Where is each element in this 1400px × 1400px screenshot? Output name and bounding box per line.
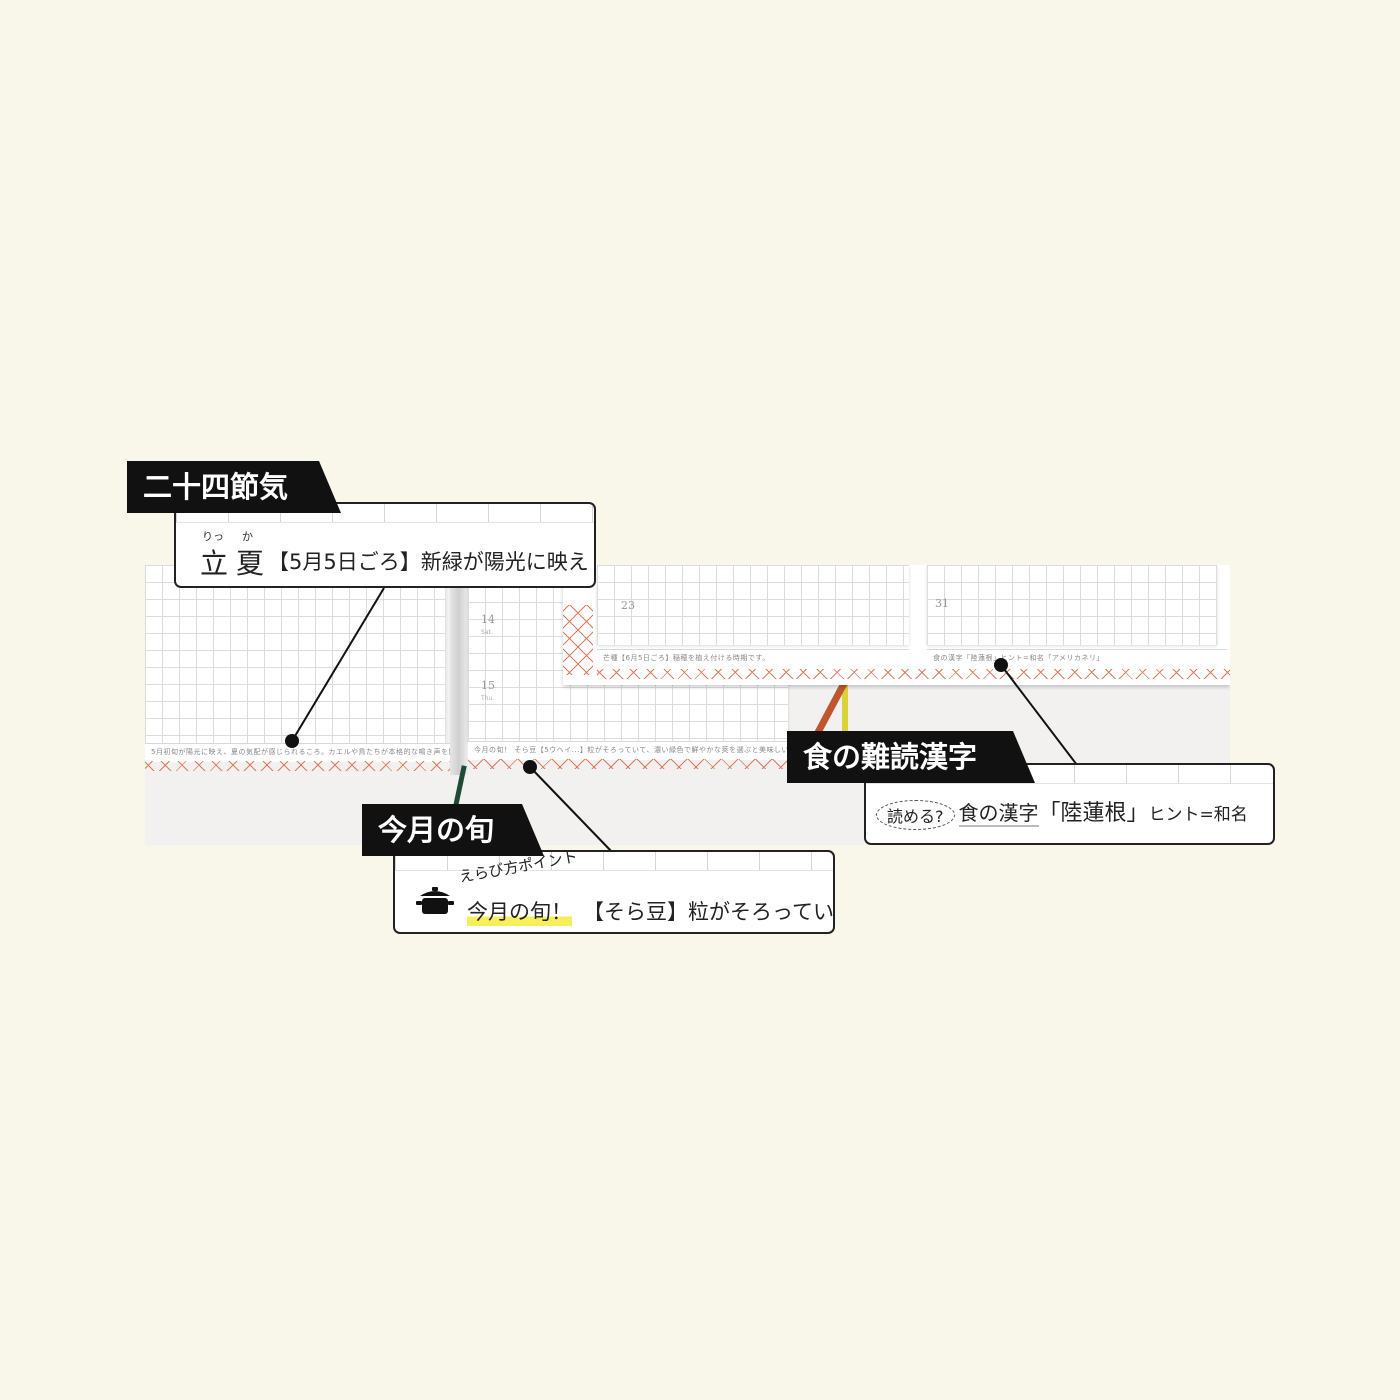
sekki-text: 【5月5日ごろ】新緑が陽光に映え <box>268 550 589 574</box>
leader-sekki <box>291 587 385 742</box>
middle-zigzag <box>468 759 788 769</box>
sekki-callout-box: りっ か 立 夏 【5月5日ごろ】新緑が陽光に映え <box>174 502 596 588</box>
middle-page-strip: 今月の旬！ そら豆【5ウヘイ...】粒がそろっていて、濃い緑色で鮮やかな莢を選ぶ… <box>468 741 788 760</box>
dot-shun <box>523 760 537 774</box>
day-14-weekday: Sat. <box>481 629 493 636</box>
right-cover-zigzag <box>563 605 593 675</box>
middle-strip-text: 今月の旬！ そら豆【5ウヘイ...】粒がそろっていて、濃い緑色で鮮やかな莢を選ぶ… <box>474 746 789 754</box>
shun-headline: 今月の旬！ <box>467 896 572 926</box>
right-strip-left-text: 芒種【6月5日ごろ】稲穂を植え付ける時期です。 <box>603 654 770 662</box>
pot-icon <box>415 884 455 920</box>
kanji-bubble: 読める? <box>876 799 955 830</box>
planner-photo: 5月初旬が陽光に映え、夏の気配が感じられるころ。カエルや鳥たちが本格的な鳴き声を… <box>145 565 1230 845</box>
shun-text: 【そら豆】粒がそろってい <box>583 900 834 924</box>
book-gutter <box>450 585 468 775</box>
right-strip-left: 芒種【6月5日ごろ】稲穂を植え付ける時期です。 <box>597 649 909 668</box>
left-page-grid <box>145 565 445 745</box>
kanji-hint: ヒント=和名 <box>1148 805 1248 825</box>
kanji-word: 「陸蓮根」 <box>1038 801 1149 826</box>
day-15-weekday: Thu. <box>481 695 495 702</box>
sekki-ruby-1: りっ <box>202 530 224 543</box>
dot-sekki <box>285 734 299 748</box>
shun-tag: 今月の旬 <box>362 804 544 856</box>
left-zigzag <box>145 761 457 771</box>
shun-callout-box: えらび方ポイント 今月の旬！ 【そら豆】粒がそろってい <box>393 850 835 934</box>
right-page-right-grid <box>927 565 1217 645</box>
day-14: 14 <box>481 613 495 626</box>
sekki-ruby-2: か <box>242 530 253 543</box>
day-23: 23 <box>621 599 635 612</box>
left-strip-text: 5月初旬が陽光に映え、夏の気配が感じられるころ。カエルや鳥たちが本格的な鳴き声を… <box>151 748 523 756</box>
sekki-tag: 二十四節気 <box>127 461 341 513</box>
kanji-label: 食の漢字 <box>958 801 1039 827</box>
shun-callout-grid <box>395 852 833 871</box>
right-page-left-grid <box>597 565 909 645</box>
right-strip-right-text: 食の漢字「陸蓮根」ヒント=和名「アメリカネリ」 <box>933 654 1105 662</box>
left-page-strip: 5月初旬が陽光に映え、夏の気配が感じられるころ。カエルや鳥たちが本格的な鳴き声を… <box>145 743 522 762</box>
yellow-ribbon <box>842 680 848 740</box>
dot-kanji <box>994 658 1008 672</box>
kanji-line: 読める?食の漢字「陸蓮根」ヒント=和名 <box>876 795 1248 830</box>
kanji-tag: 食の難読漢字 <box>787 731 1035 783</box>
day-15: 15 <box>481 679 495 692</box>
sekki-kanji-1: 立 <box>200 547 229 580</box>
leader-shun <box>529 766 613 853</box>
sekki-kanji-2: 夏 <box>236 547 265 580</box>
right-zigzag <box>597 669 1230 679</box>
day-31: 31 <box>935 597 949 610</box>
leader-kanji <box>1000 664 1078 766</box>
